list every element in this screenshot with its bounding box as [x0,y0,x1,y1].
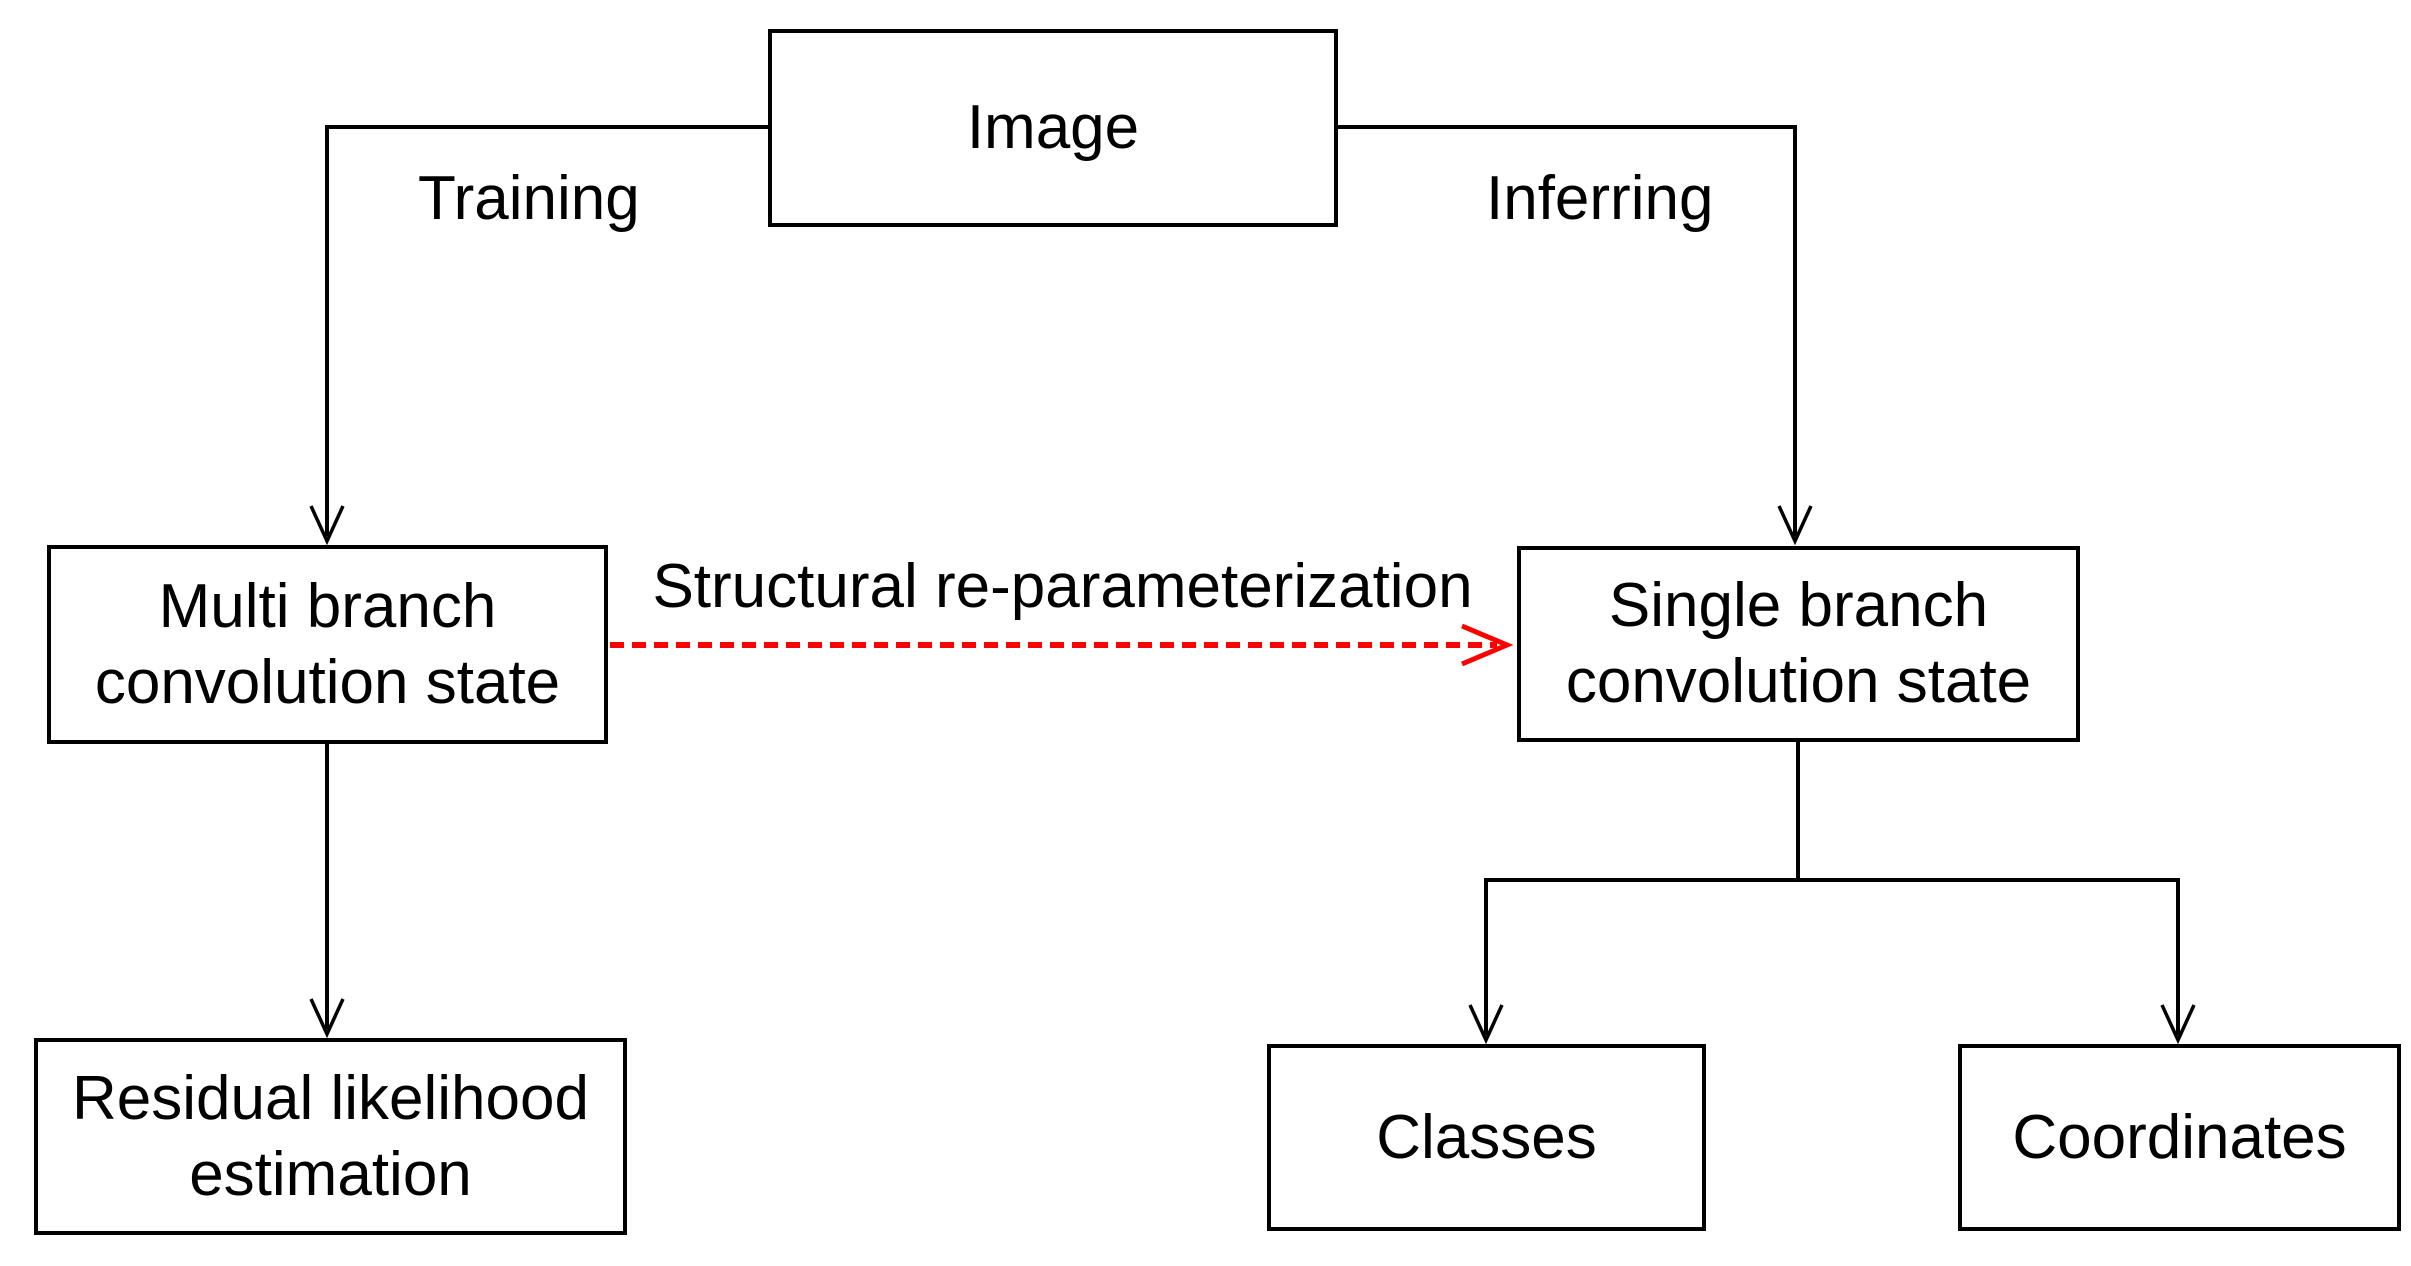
edge-image-to-single [1338,125,1797,536]
arrowhead-multi [309,505,345,546]
arrowhead-residual [309,998,345,1039]
edge-label-training: Training [418,164,640,233]
node-multi-branch: Multi branch convolution state [47,545,608,744]
node-classes-label: Classes [1376,1102,1597,1172]
node-coordinates: Coordinates [1958,1044,2401,1231]
node-residual-label: Residual likelihood estimation [72,1063,589,1209]
edge-label-reparam: Structural re-parameterization [652,552,1473,621]
arrowhead-reparam [1461,623,1514,667]
arrowhead-classes [1468,1004,1504,1045]
arrowhead-coordinates [2160,1004,2196,1045]
node-single-branch: Single branch convolution state [1517,546,2080,742]
edge-image-to-multi [325,125,768,536]
node-single-branch-label: Single branch convolution state [1565,571,2032,716]
node-image: Image [768,29,1338,227]
black-edges [309,125,2196,1045]
edge-label-inferring: Inferring [1486,164,1714,233]
reparam-edges [610,623,1514,667]
arrowhead-single [1777,505,1813,546]
node-multi-branch-label: Multi branch convolution state [94,571,561,717]
node-image-label: Image [966,93,1140,163]
node-coordinates-label: Coordinates [2012,1102,2347,1172]
node-residual: Residual likelihood estimation [34,1038,627,1235]
node-classes: Classes [1267,1044,1706,1231]
